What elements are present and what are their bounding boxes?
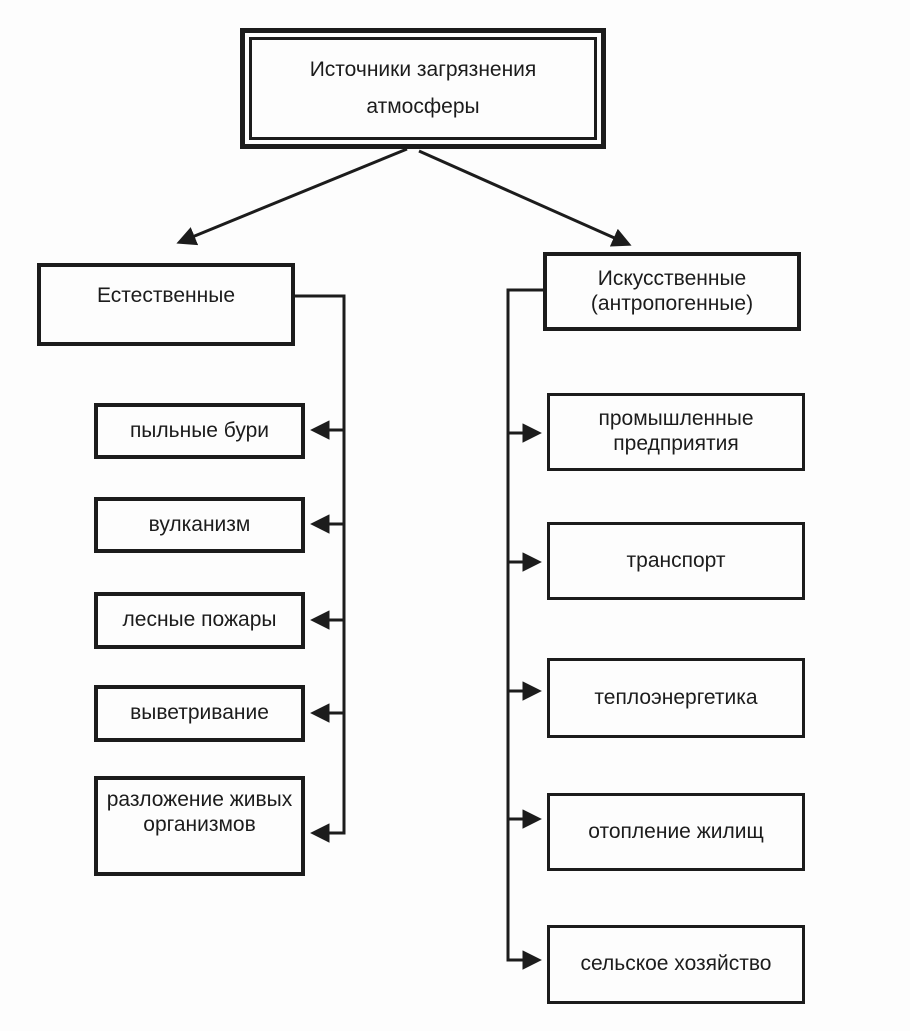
node-dust-storms: пыльные бури bbox=[94, 403, 305, 459]
node-artificial-sources: Искусственные (антропогенные) bbox=[543, 252, 801, 331]
node-transport: транспорт bbox=[547, 522, 805, 600]
connector-natural-trunk bbox=[295, 294, 346, 843]
node-industrial-enterprises: промышленные предприятия bbox=[547, 393, 805, 471]
node-root-label: Источники загрязнения атмосферы bbox=[249, 37, 597, 140]
arrow-root-to-natural bbox=[176, 147, 408, 246]
node-dust-storms-label: пыльные бури bbox=[129, 418, 270, 442]
node-artificial-label: Искусственные (антропогенные) bbox=[590, 266, 754, 315]
node-volcanism-label: вулканизм bbox=[148, 512, 251, 536]
node-volcanism: вулканизм bbox=[94, 497, 305, 553]
connector-artificial-trunk bbox=[506, 288, 543, 970]
node-organism-decomposition-label: разложение живых организмов bbox=[106, 788, 293, 836]
node-industrial-enterprises-label: промышленные предприятия bbox=[598, 407, 754, 455]
node-transport-label: транспорт bbox=[626, 548, 726, 572]
node-organism-decomposition: разложение живых организмов bbox=[94, 776, 305, 876]
node-weathering-label: выветривание bbox=[130, 701, 269, 725]
node-forest-fires: лесные пожары bbox=[94, 592, 305, 649]
node-natural-label: Естественные bbox=[96, 284, 236, 308]
node-home-heating-label: отопление жилищ bbox=[588, 819, 764, 843]
node-weathering: выветривание bbox=[94, 685, 305, 742]
node-home-heating: отопление жилищ bbox=[547, 793, 805, 871]
arrow-root-to-artificial bbox=[418, 149, 632, 247]
node-thermal-power: теплоэнергетика bbox=[547, 658, 805, 738]
node-natural-sources: Естественные bbox=[37, 263, 295, 346]
node-forest-fires-label: лесные пожары bbox=[122, 608, 277, 632]
node-agriculture-label: сельское хозяйство bbox=[580, 952, 772, 976]
node-thermal-power-label: теплоэнергетика bbox=[594, 685, 758, 709]
node-agriculture: сельское хозяйство bbox=[547, 925, 805, 1004]
node-root-pollution-sources: Источники загрязнения атмосферы bbox=[240, 28, 606, 149]
